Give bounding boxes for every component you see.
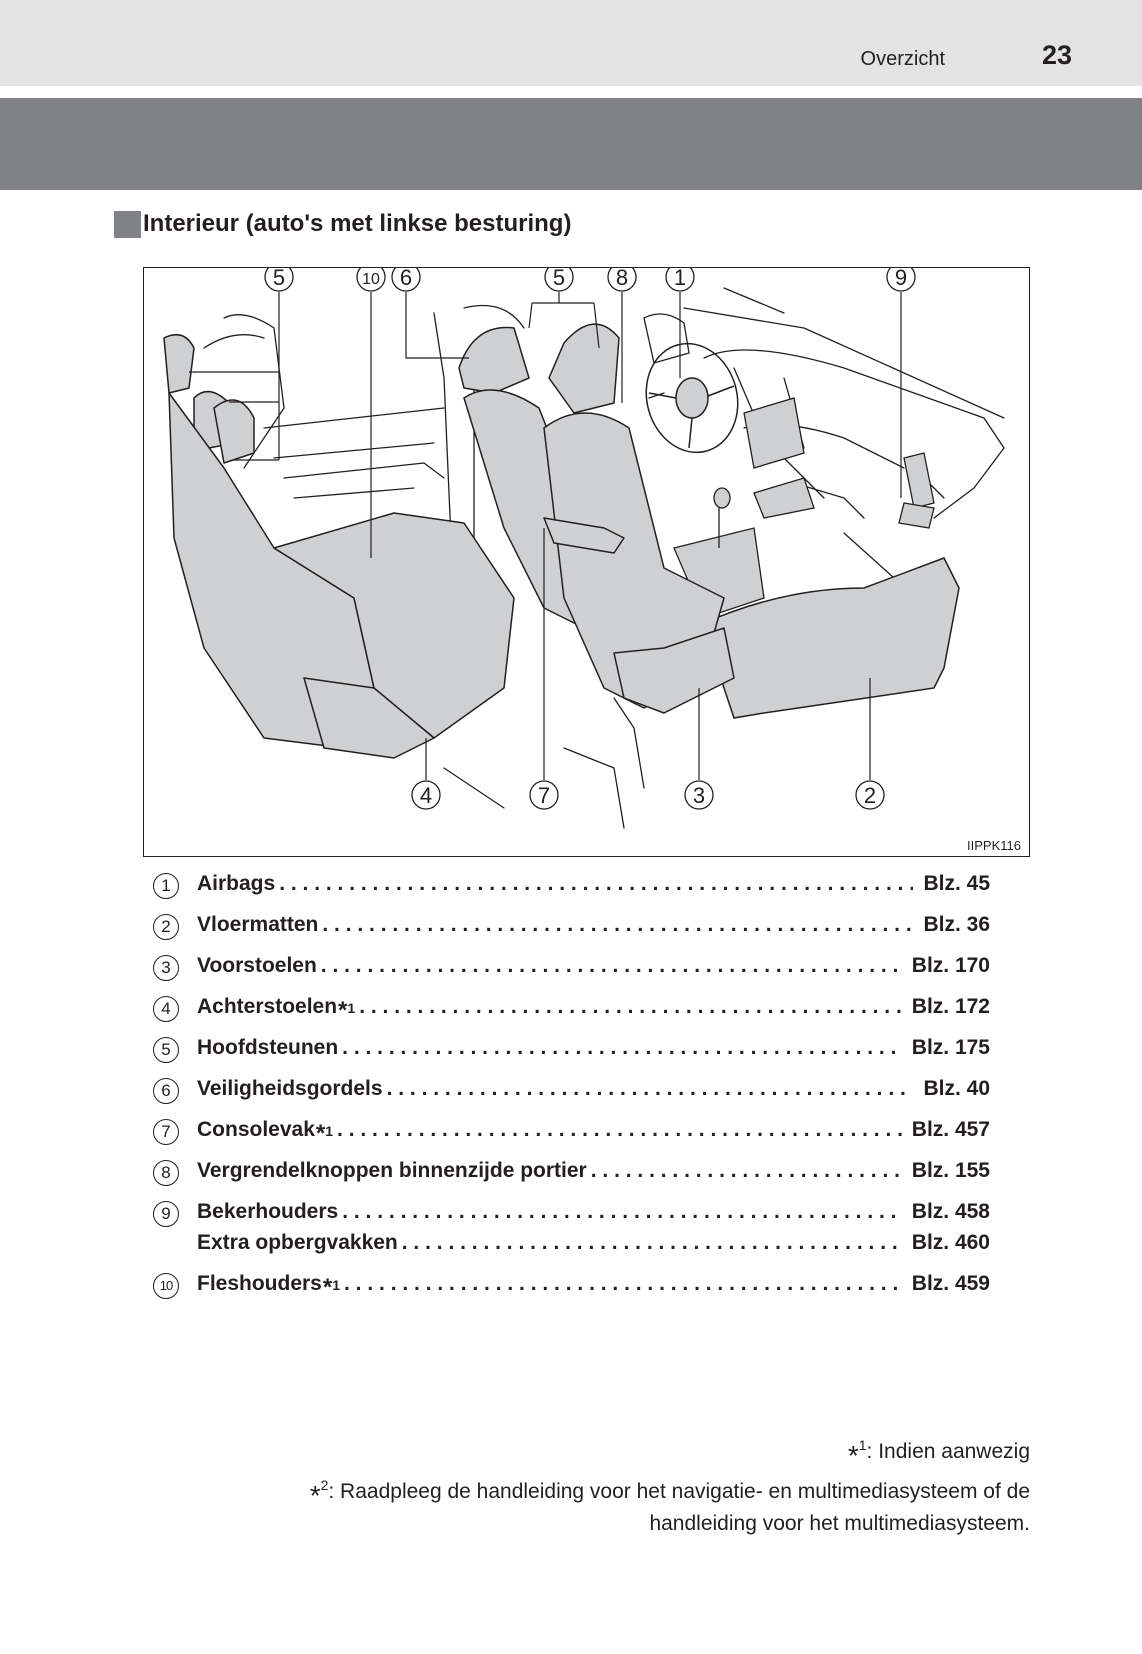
footnote-2: *2: Raadpleeg de handleiding voor het na… [310, 1477, 1030, 1536]
interior-illustration: 5 10 6 5 8 1 9 4 7 3 2 IIPPK116 [143, 267, 1030, 857]
svg-text:4: 4 [420, 783, 432, 808]
list-item: Extra opbergvakken Blz. 460 [150, 1229, 990, 1263]
callout-7: 7 [530, 781, 558, 809]
list-item: 2 Vloermatten Blz. 36 [150, 911, 990, 945]
callout-3: 3 [685, 781, 713, 809]
item-page-ref: Blz. 460 [912, 1231, 990, 1255]
callout-1: 1 [666, 268, 694, 291]
svg-text:5: 5 [273, 268, 285, 290]
item-page-ref: Blz. 155 [912, 1159, 990, 1183]
callout-5b: 5 [545, 268, 573, 291]
svg-text:8: 8 [616, 268, 628, 290]
item-number: 3 [153, 955, 179, 981]
svg-text:2: 2 [864, 783, 876, 808]
section-heading: Interieur (auto's met linkse besturing) [114, 210, 571, 238]
page-number: 23 [1042, 40, 1072, 71]
footnote-ref: *1 [323, 1274, 340, 1302]
svg-text:1: 1 [674, 268, 686, 290]
item-label: Voorstoelen [197, 954, 317, 978]
svg-text:10: 10 [362, 271, 380, 288]
svg-text:5: 5 [553, 268, 565, 290]
footnote-1: *1: Indien aanwezig [848, 1437, 1030, 1472]
list-item: 1 Airbags Blz. 45 [150, 870, 990, 904]
figure-code: IIPPK116 [967, 838, 1021, 853]
item-label: Airbags [197, 872, 275, 896]
item-number: 9 [153, 1201, 179, 1227]
callout-9: 9 [887, 268, 915, 291]
item-page-ref: Blz. 459 [912, 1272, 990, 1296]
item-label: Veiligheidsgordels [197, 1077, 383, 1101]
list-item: 6 Veiligheidsgordels Blz. 40 [150, 1075, 990, 1109]
callout-5a: 5 [265, 268, 293, 291]
callout-2: 2 [856, 781, 884, 809]
item-label: Fleshouders [197, 1272, 322, 1296]
list-item: 8 Vergrendelknoppen binnenzijde portier B… [150, 1157, 990, 1191]
item-page-ref: Blz. 45 [923, 872, 990, 896]
list-item: 4 Achterstoelen*1 Blz. 172 [150, 993, 990, 1027]
section-heading-text: Interieur (auto's met linkse besturing) [143, 210, 571, 238]
item-number: 5 [153, 1037, 179, 1063]
item-label: Bekerhouders [197, 1200, 338, 1224]
svg-text:6: 6 [400, 268, 412, 290]
item-label: Vergrendelknoppen binnenzijde portier [197, 1159, 587, 1183]
callout-8: 8 [608, 268, 636, 291]
item-page-ref: Blz. 40 [923, 1077, 990, 1101]
callout-4: 4 [412, 781, 440, 809]
list-item: 10 Fleshouders*1 Blz. 459 [150, 1270, 990, 1304]
header-gray-bar [0, 98, 1142, 190]
svg-text:3: 3 [693, 783, 705, 808]
item-label: Consolevak [197, 1118, 315, 1142]
item-page-ref: Blz. 36 [923, 913, 990, 937]
item-label: Hoofdsteunen [197, 1036, 338, 1060]
list-item: 5 Hoofdsteunen Blz. 175 [150, 1034, 990, 1068]
item-number: 6 [153, 1078, 179, 1104]
item-number: 2 [153, 914, 179, 940]
list-item: 7 Consolevak*1 Blz. 457 [150, 1116, 990, 1150]
item-number: 7 [153, 1119, 179, 1145]
item-page-ref: Blz. 457 [912, 1118, 990, 1142]
heading-square-icon [114, 211, 141, 238]
item-page-ref: Blz. 175 [912, 1036, 990, 1060]
item-page-ref: Blz. 170 [912, 954, 990, 978]
footnote-ref: *1 [338, 997, 355, 1025]
footnote-ref: *1 [316, 1120, 333, 1148]
svg-text:9: 9 [895, 268, 907, 290]
header-band [0, 0, 1142, 86]
list-item: 3 Voorstoelen Blz. 170 [150, 952, 990, 986]
item-number: 10 [153, 1273, 179, 1299]
item-number: 1 [153, 873, 179, 899]
callout-6: 6 [392, 268, 420, 291]
item-label: Extra opbergvakken [197, 1231, 398, 1255]
item-page-ref: Blz. 458 [912, 1200, 990, 1224]
interior-drawing: 5 10 6 5 8 1 9 4 7 3 2 [144, 268, 1029, 856]
svg-text:7: 7 [538, 783, 550, 808]
header-section-title: Overzicht [861, 48, 945, 71]
list-item: 9 Bekerhouders Blz. 458 [150, 1198, 990, 1232]
item-label: Achterstoelen [197, 995, 337, 1019]
callout-10: 10 [357, 268, 385, 291]
item-page-ref: Blz. 172 [912, 995, 990, 1019]
item-number: 8 [153, 1160, 179, 1186]
item-label: Vloermatten [197, 913, 318, 937]
item-number: 4 [153, 996, 179, 1022]
